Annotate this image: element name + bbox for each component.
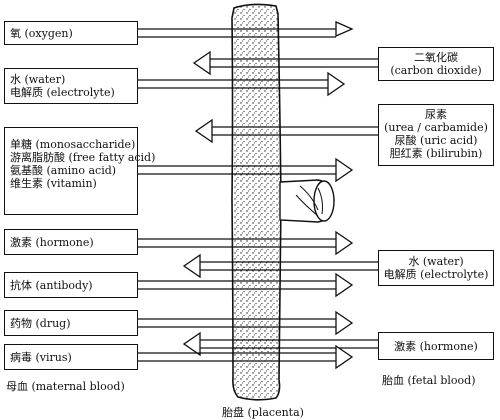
electrolyte-label: 电解质 (electrolyte) — [10, 86, 115, 99]
vitamin-label: 维生素 (vitamin) — [10, 177, 97, 190]
maternal-blood-caption: 母血 (maternal blood) — [6, 380, 125, 393]
electrolyte-fetal-label: 电解质 (electrolyte) — [383, 268, 489, 281]
water-electrolyte-box: 水 (water) 电解质 (electrolyte) — [4, 68, 138, 104]
nutrients-box: 单糖 (monosaccharide) 游离脂肪酸 (free fatty ac… — [4, 127, 156, 215]
urea-en-label: (urea / carbamide) — [384, 121, 488, 134]
arrow-water-maternal-head — [327, 71, 346, 97]
arrow-virus-head — [335, 344, 354, 370]
arrows — [138, 21, 378, 370]
water-electrolyte-fetal-box: 水 (water) 电解质 (electrolyte) — [378, 250, 494, 286]
urea-zh-label: 尿素 — [425, 108, 447, 121]
hormone-label: 激素 (hormone) — [10, 236, 94, 249]
cord-vessels — [295, 185, 323, 217]
fetal-blood-caption: 胎血 (fetal blood) — [382, 374, 476, 387]
placenta-caption: 胎盘 (placenta) — [222, 406, 304, 419]
uric-acid-label: 尿酸 (uric acid) — [394, 134, 478, 147]
oxygen-label: 氧 (oxygen) — [10, 27, 73, 40]
arrow-carbon-dioxide-head — [192, 50, 211, 76]
placenta-overlay — [240, 22, 272, 395]
carbon-dioxide-en-label: (carbon dioxide) — [390, 64, 482, 77]
carbon-dioxide-zh-label: 二氧化碳 — [414, 51, 458, 64]
arrow-nutrients-head — [335, 157, 354, 183]
hormone-box: 激素 (hormone) — [4, 229, 138, 255]
arrow-water-fetal-head — [182, 253, 201, 279]
arrow-antibody-head — [335, 272, 354, 298]
water-label: 水 (water) — [10, 73, 66, 86]
water-fetal-label: 水 (water) — [408, 255, 464, 268]
virus-box: 病毒 (virus) — [4, 344, 138, 370]
amino-acid-label: 氨基酸 (amino acid) — [10, 164, 117, 177]
arrow-waste-head — [194, 118, 213, 144]
waste-box: 尿素 (urea / carbamide) 尿酸 (uric acid) 胆红素… — [378, 104, 494, 166]
monosaccharide-label: 单糖 (monosaccharide) — [10, 138, 136, 151]
drug-box: 药物 (drug) — [4, 310, 138, 336]
oxygen-box: 氧 (oxygen) — [4, 21, 138, 45]
free-fatty-acid-label: 游离脂肪酸 (free fatty acid) — [10, 151, 156, 164]
carbon-dioxide-box: 二氧化碳 (carbon dioxide) — [378, 47, 494, 81]
antibody-box: 抗体 (antibody) — [4, 272, 138, 298]
arrow-oxygen-head — [335, 21, 354, 37]
arrow-hormone-head — [335, 230, 354, 256]
antibody-label: 抗体 (antibody) — [10, 279, 93, 292]
virus-label: 病毒 (virus) — [10, 351, 72, 364]
drug-label: 药物 (drug) — [10, 317, 71, 330]
hormone-fetal-box: 激素 (hormone) — [378, 332, 494, 360]
bilirubin-label: 胆红素 (bilirubin) — [389, 147, 483, 160]
hormone-fetal-label: 激素 (hormone) — [394, 340, 478, 353]
arrow-drug-head — [335, 310, 354, 336]
arrow-hormone-fetal-head — [182, 331, 201, 357]
